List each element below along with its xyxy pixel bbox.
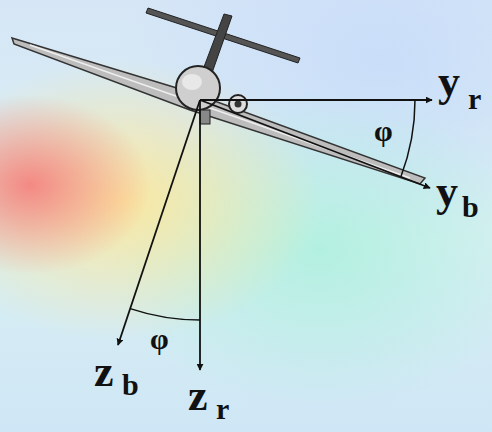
fuselage-highlight bbox=[182, 74, 202, 90]
angle-symbol: φ bbox=[150, 324, 169, 354]
yr-axis bbox=[200, 99, 432, 101]
axis-subscript: b bbox=[122, 370, 139, 400]
angle-symbol: φ bbox=[374, 116, 393, 146]
axis-letter: y bbox=[438, 60, 460, 104]
axis-letter: y bbox=[436, 170, 458, 214]
zr-axis bbox=[199, 100, 201, 370]
yb-axis bbox=[200, 100, 430, 188]
zb-axis bbox=[118, 100, 200, 345]
engine bbox=[229, 95, 247, 113]
axis-subscript: r bbox=[216, 394, 229, 424]
landing-gear bbox=[200, 110, 210, 124]
engine-core bbox=[235, 101, 242, 108]
axis-letter: z bbox=[188, 374, 208, 418]
axis-subscript: b bbox=[462, 192, 479, 222]
axis-subscript: r bbox=[468, 84, 481, 114]
angle-arc bbox=[401, 100, 415, 177]
axis-letter: z bbox=[94, 350, 114, 394]
angle-arc bbox=[130, 309, 200, 320]
